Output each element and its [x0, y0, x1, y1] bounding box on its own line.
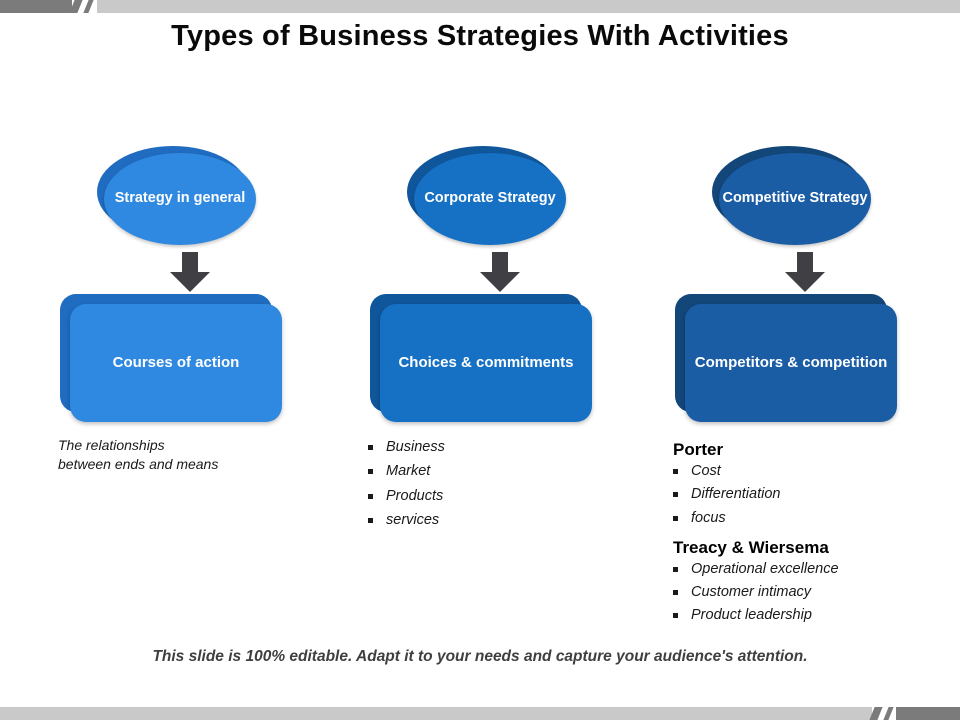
box-label-3: Competitors & competition: [694, 353, 888, 371]
list-item: services: [350, 511, 650, 530]
bullet-text: Product leadership: [691, 607, 812, 624]
bullet-text: Market: [386, 463, 431, 480]
bullet-text: Business: [386, 439, 445, 455]
slide-footer-note: This slide is 100% editable. Adapt it to…: [152, 648, 808, 665]
top-decoration-bar: [0, 0, 960, 13]
box-choices-and-commitments[interactable]: Choices & commitments: [380, 304, 592, 422]
bullet-square-icon: [368, 517, 373, 523]
box-label-2: Choices & commitments: [398, 353, 574, 371]
box-group-1: Courses of action: [40, 294, 340, 430]
group-heading-porter: Porter: [673, 440, 724, 459]
top-deco-slash-second: [83, 0, 94, 13]
ellipse-label-3: Competitive Strategy: [722, 190, 868, 207]
top-deco-light-segment: [97, 0, 960, 13]
column-competitive-strategy: Competitive Strategy Competitors & compe…: [655, 140, 955, 630]
bullet-square-icon: [673, 613, 678, 619]
ellipse-group-3: Competitive Strategy: [655, 140, 955, 252]
bullet-text: Customer intimacy: [691, 584, 812, 601]
list-item: Customer intimacy: [655, 583, 955, 602]
bullet-square-icon: [673, 566, 678, 572]
list-item: Market: [350, 462, 650, 481]
slide-title: Types of Business Strategies With Activi…: [171, 20, 789, 52]
bullet-square-icon: [673, 492, 678, 498]
ellipse-group-1: Strategy in general: [40, 140, 340, 252]
list-item: Cost: [655, 462, 955, 481]
note-line-1a: The relationships: [58, 437, 165, 453]
box-label-1: Courses of action: [112, 353, 240, 371]
bottom-deco-light-segment: [0, 707, 872, 720]
bullet-list-treacy-wiersema: Operational excellence Customer intimacy…: [655, 560, 955, 626]
list-item: focus: [655, 509, 955, 528]
notes-column-2: Business Market Products services: [350, 430, 650, 530]
bullet-list-corporate: Business Market Products services: [350, 438, 650, 530]
bullet-square-icon: [673, 515, 678, 521]
bullet-square-icon: [368, 445, 373, 450]
box-competitors-and-competition[interactable]: Competitors & competition: [685, 304, 897, 422]
arrow-container-1: [40, 252, 340, 294]
down-arrow-icon-2: [480, 252, 520, 292]
column-strategy-in-general: Strategy in general Courses of action Th…: [40, 140, 340, 474]
bottom-deco-dark-segment: [896, 707, 960, 720]
bullet-square-icon: [368, 469, 373, 475]
note-line-1b: between ends and means: [58, 456, 219, 473]
ellipse-group-2: Corporate Strategy: [350, 140, 650, 252]
top-deco-dark-segment: [0, 0, 72, 13]
notes-column-3: Porter Cost Differentiation focus Treacy…: [655, 430, 955, 626]
bullet-text: Operational excellence: [691, 560, 839, 577]
bullet-square-icon: [368, 493, 373, 499]
list-item: Differentiation: [655, 485, 955, 504]
box-courses-of-action[interactable]: Courses of action: [70, 304, 282, 422]
column-corporate-strategy: Corporate Strategy Choices & commitments…: [350, 140, 650, 535]
bullet-text: Differentiation: [691, 486, 781, 503]
arrow-container-2: [350, 252, 650, 294]
arrow-container-3: [655, 252, 955, 294]
bottom-decoration-bar: [0, 707, 960, 720]
list-item: Products: [350, 487, 650, 506]
bullet-square-icon: [673, 469, 678, 474]
bullet-text: Products: [386, 487, 444, 504]
bullet-text: services: [386, 511, 440, 528]
group-heading-treacy-wiersema: Treacy & Wiersema: [673, 537, 829, 557]
bullet-square-icon: [673, 590, 678, 596]
bottom-deco-slash-second: [883, 707, 894, 720]
ellipse-competitive-strategy[interactable]: Competitive Strategy: [719, 153, 871, 245]
down-arrow-icon-3: [785, 252, 825, 292]
box-group-3: Competitors & competition: [655, 294, 955, 430]
ellipse-corporate-strategy[interactable]: Corporate Strategy: [414, 153, 566, 245]
bullet-text: Cost: [691, 463, 721, 479]
list-item: Product leadership: [655, 606, 955, 625]
ellipse-strategy-in-general[interactable]: Strategy in general: [104, 153, 256, 245]
list-item: Operational excellence: [655, 560, 955, 579]
list-item: Business: [350, 438, 650, 457]
bullet-list-porter: Cost Differentiation focus: [655, 462, 955, 528]
ellipse-label-2: Corporate Strategy: [424, 190, 556, 207]
note-paragraph-1: The relationships between ends and means: [58, 436, 340, 474]
ellipse-label-1: Strategy in general: [114, 190, 246, 207]
notes-column-1: The relationships between ends and means: [40, 430, 340, 474]
down-arrow-icon-1: [170, 252, 210, 292]
bullet-text: focus: [691, 509, 726, 526]
box-group-2: Choices & commitments: [350, 294, 650, 430]
